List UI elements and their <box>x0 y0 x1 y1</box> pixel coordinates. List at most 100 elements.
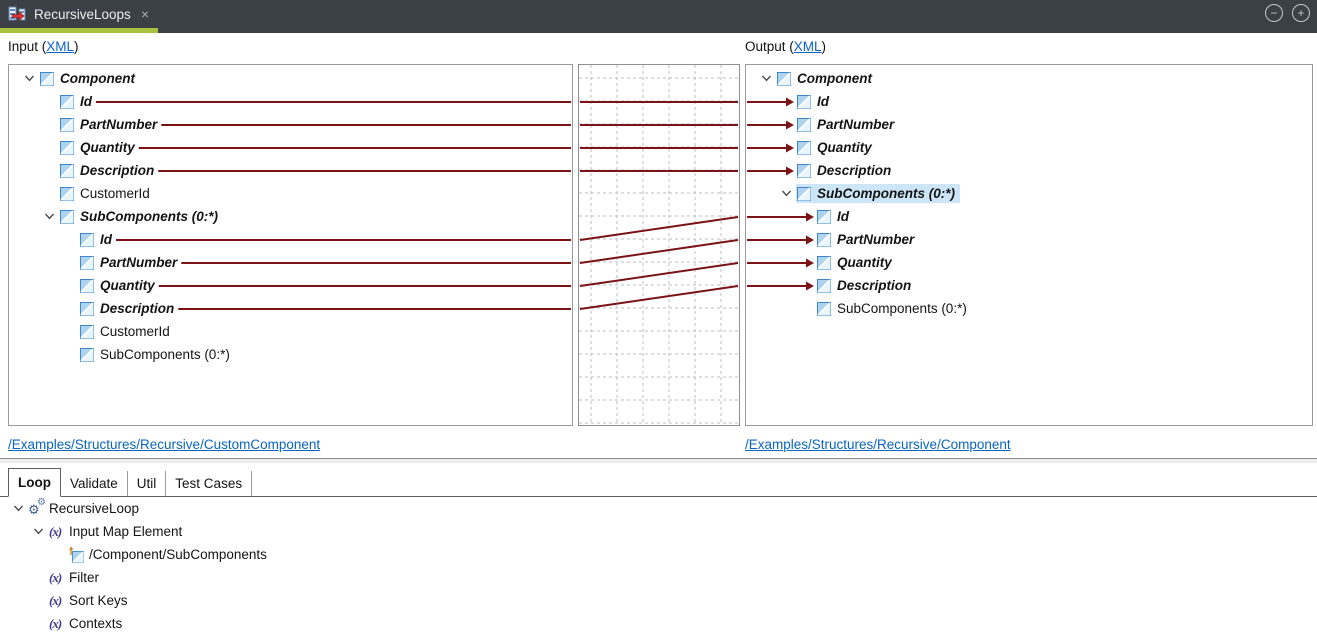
output-tree-item-component[interactable]: Component <box>746 67 1312 90</box>
tree-item-label: Quantity <box>100 278 155 293</box>
input-tree-item-quantity[interactable]: Quantity <box>9 136 572 159</box>
selected-node-highlight: SubComponents (0:*) <box>796 184 960 203</box>
input-tree-item-subcomponents-0[interactable]: SubComponents (0:*) <box>9 343 572 366</box>
fx-icon: (x) <box>49 569 62 585</box>
output-tree-item-id[interactable]: Id <box>746 205 1312 228</box>
tree-item-label: Sort Keys <box>69 593 128 608</box>
input-tree-item-quantity[interactable]: Quantity <box>9 274 572 297</box>
fx-icon: (x) <box>49 523 62 539</box>
expand-icon[interactable]: + <box>1292 4 1310 22</box>
node-body: (x)Filter <box>48 568 104 587</box>
document-tab-title: RecursiveLoops <box>34 6 131 22</box>
input-tree-item-component[interactable]: Component <box>9 67 572 90</box>
loop-tree-item-filter[interactable]: (x)Filter <box>0 566 1317 589</box>
node-body: SubComponents (0:*) <box>59 207 223 226</box>
tree-item-label: Description <box>80 163 155 178</box>
tree-item-label: Input Map Element <box>69 524 183 539</box>
tree-item-label: PartNumber <box>817 117 895 132</box>
xml-element-icon <box>80 255 94 270</box>
loop-tree-item-input-map-element[interactable]: (x) Input Map Element <box>0 520 1317 543</box>
input-tree-item-description[interactable]: Description <box>9 159 572 182</box>
tab-util[interactable]: Util <box>127 471 167 496</box>
input-tree-item-id[interactable]: Id <box>9 90 572 113</box>
input-tree-item-partnumber[interactable]: PartNumber <box>9 251 572 274</box>
loop-tree-item-component-subcomponents[interactable]: /Component/SubComponents <box>0 543 1317 566</box>
collapse-icon[interactable]: − <box>1265 4 1283 22</box>
output-tree-item-description[interactable]: Description <box>746 159 1312 182</box>
output-header-close-paren: ) <box>821 39 827 54</box>
output-tree-item-partnumber[interactable]: PartNumber <box>746 228 1312 251</box>
chevron-down-icon[interactable] <box>28 528 48 535</box>
node-body: Description <box>796 161 896 180</box>
output-header: Output (XML) <box>745 39 826 54</box>
loop-tree-item-contexts[interactable]: (x) Contexts <box>0 612 1317 635</box>
close-tab-icon[interactable]: × <box>140 6 149 22</box>
chevron-down-icon[interactable] <box>756 75 776 82</box>
fx-icon: (x) <box>49 615 62 631</box>
input-tree-item-customerid[interactable]: CustomerId <box>9 320 572 343</box>
node-body: PartNumber <box>796 115 899 134</box>
output-tree-item-description[interactable]: Description <box>746 274 1312 297</box>
xml-element-icon <box>40 71 54 86</box>
output-tree-item-id[interactable]: Id <box>746 90 1312 113</box>
tree-item-label: Component <box>797 71 872 86</box>
tab-loop[interactable]: Loop <box>8 468 61 497</box>
xml-element-icon <box>817 209 831 224</box>
output-tree-item-quantity[interactable]: Quantity <box>746 136 1312 159</box>
output-tree-item-subcomponents-0[interactable]: SubComponents (0:*) <box>746 297 1312 320</box>
output-schema-link[interactable]: /Examples/Structures/Recursive/Component <box>745 437 1011 452</box>
node-body: (x) Contexts <box>48 614 127 633</box>
node-body: Description <box>816 276 916 295</box>
document-tab-recursiveloops[interactable]: RecursiveLoops × <box>0 0 159 28</box>
node-body: Component <box>776 69 877 88</box>
input-tree-item-description[interactable]: Description <box>9 297 572 320</box>
tree-item-label: Id <box>817 94 829 109</box>
tree-item-label: Component <box>60 71 135 86</box>
node-body: Quantity <box>796 138 877 157</box>
input-xml-link[interactable]: XML <box>46 39 75 54</box>
tree-item-label: SubComponents (0:*) <box>817 186 955 201</box>
tree-item-label: Quantity <box>837 255 892 270</box>
chevron-down-icon[interactable] <box>39 213 59 220</box>
output-tree-item-subcomponents-0[interactable]: SubComponents (0:*) <box>746 182 1312 205</box>
output-xml-link[interactable]: XML <box>793 39 822 54</box>
chevron-down-icon[interactable] <box>8 505 28 512</box>
node-body: /Component/SubComponents <box>68 545 272 564</box>
mapping-grid-panel <box>578 64 740 426</box>
xml-element-icon <box>60 117 74 132</box>
input-schema-link[interactable]: /Examples/Structures/Recursive/CustomCom… <box>8 437 321 452</box>
chevron-down-icon[interactable] <box>776 190 796 197</box>
mapping-grid <box>579 65 739 425</box>
tree-item-label: RecursiveLoop <box>49 501 140 516</box>
tab-validate[interactable]: Validate <box>61 471 128 496</box>
output-tree-item-partnumber[interactable]: PartNumber <box>746 113 1312 136</box>
tree-item-label: CustomerId <box>80 186 150 201</box>
output-tree-item-quantity[interactable]: Quantity <box>746 251 1312 274</box>
input-tree-item-partnumber[interactable]: PartNumber <box>9 113 572 136</box>
xml-element-icon <box>80 301 94 316</box>
tree-item-label: Id <box>100 232 112 247</box>
node-body: Id <box>59 92 97 111</box>
horizontal-splitter[interactable] <box>0 458 1317 464</box>
xml-element-icon <box>817 278 831 293</box>
input-tree-item-id[interactable]: Id <box>9 228 572 251</box>
loop-tree-item-sort-keys[interactable]: (x)Sort Keys <box>0 589 1317 612</box>
node-body: PartNumber <box>816 230 919 249</box>
input-tree-item-customerid[interactable]: CustomerId <box>9 182 572 205</box>
node-body: Quantity <box>79 276 160 295</box>
xml-element-icon <box>60 94 74 109</box>
xml-element-icon <box>80 324 94 339</box>
output-header-text: Output ( <box>745 39 794 54</box>
tree-item-label: Contexts <box>69 616 123 631</box>
input-tree-item-subcomponents-0[interactable]: SubComponents (0:*) <box>9 205 572 228</box>
chevron-down-icon[interactable] <box>19 75 39 82</box>
xml-element-icon <box>797 94 811 109</box>
loop-tree-item-recursiveloop[interactable]: ⚙⚙RecursiveLoop <box>0 497 1317 520</box>
node-body: ⚙⚙RecursiveLoop <box>28 497 144 518</box>
tab-test-cases[interactable]: Test Cases <box>166 471 253 496</box>
xml-element-icon <box>817 232 831 247</box>
